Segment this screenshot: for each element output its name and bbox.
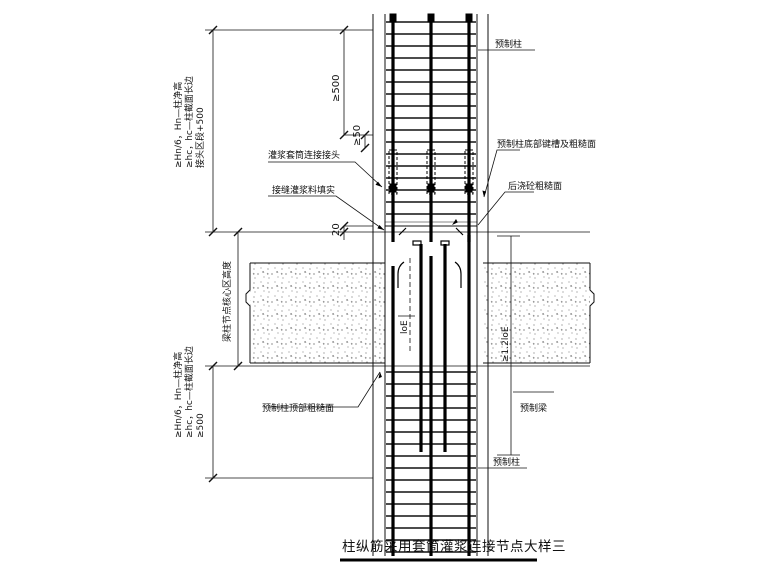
label-1-2-loe: ≥1.2loE <box>501 326 511 362</box>
side-note-upper-3: 接头区段+500 <box>194 107 206 168</box>
dim-upper-20: 20 <box>331 223 342 236</box>
dimension-lines <box>205 25 373 483</box>
beam-right-outline <box>483 262 595 364</box>
label-precast-column-bottom: 预制柱 <box>493 456 520 468</box>
label-joint-core: 梁柱节点核心区高度 <box>221 261 233 342</box>
label-sleeve-joint: 灌浆套筒连接接头 <box>268 149 340 161</box>
side-note-lower-1: ≥Hn/6，Hn—柱净高 <box>172 352 184 438</box>
side-note-upper-1: ≥Hn/6，Hn—柱净高 <box>172 82 184 168</box>
label-post-cast-rough: 后浇砼粗糙面 <box>508 180 562 192</box>
grout-sleeves <box>388 13 474 195</box>
precast-beam <box>205 231 595 367</box>
side-note-upper-2: ≥hc，hc—柱截面长边 <box>183 76 195 168</box>
label-grout-fill: 接缝灌浆料填实 <box>272 184 335 196</box>
label-precast-column-top: 预制柱 <box>495 38 522 50</box>
bar-hooks <box>397 227 464 288</box>
arrowheads <box>375 181 487 379</box>
label-column-top-rough: 预制柱顶部粗糙面 <box>262 402 334 414</box>
side-note-lower-3: ≥500 <box>196 413 206 438</box>
label-precast-beam: 预制梁 <box>520 402 547 414</box>
label-column-bottom-keyway: 预制柱底部键槽及粗糙面 <box>497 138 596 150</box>
beam-left-fill <box>250 263 385 363</box>
beam-right-fill <box>483 263 590 363</box>
side-note-lower-2: ≥hc，hc—柱截面长边 <box>183 346 195 438</box>
dim-upper-50: ≥50 <box>352 125 363 146</box>
dim-upper-500: ≥500 <box>331 75 342 102</box>
drawing-title: 柱纵筋采用套筒灌浆连接节点大样三 <box>342 538 566 555</box>
development-length-lines <box>409 235 520 456</box>
label-loe: loE <box>400 320 410 334</box>
beam-left-outline <box>245 262 385 364</box>
longitudinal-bars <box>391 14 471 556</box>
leaders <box>268 49 554 469</box>
